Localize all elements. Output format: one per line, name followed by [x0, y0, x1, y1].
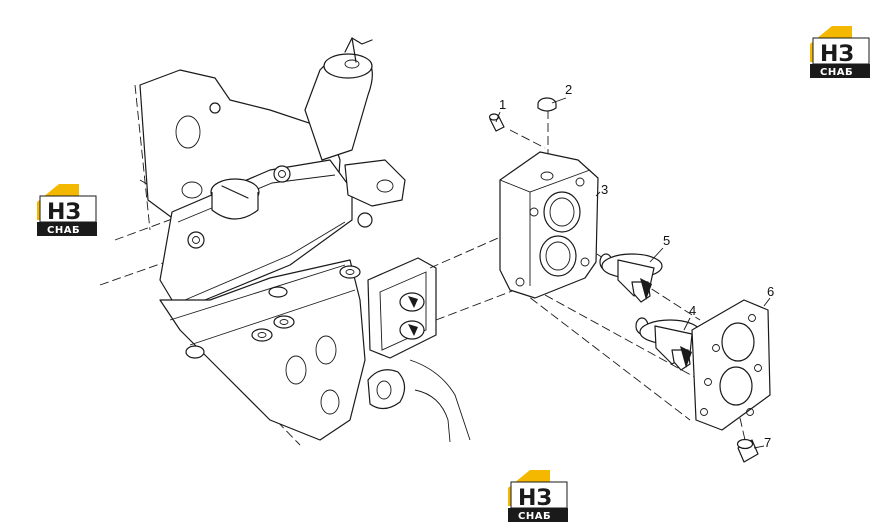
- brand-logo-bottom: НЗ СНАБ: [507, 469, 569, 523]
- svg-text:СНАБ: СНАБ: [518, 511, 551, 522]
- callout-4: 4: [689, 303, 696, 318]
- callout-3: 3: [601, 182, 608, 197]
- svg-text:СНАБ: СНАБ: [47, 225, 80, 236]
- svg-text:НЗ: НЗ: [820, 42, 854, 67]
- gasket: [691, 299, 771, 431]
- callout-1: 1: [499, 97, 506, 112]
- svg-text:СНАБ: СНАБ: [820, 67, 853, 78]
- callout-7: 7: [764, 435, 771, 450]
- svg-text:НЗ: НЗ: [47, 200, 81, 225]
- callout-6: 6: [767, 284, 774, 299]
- plug: [537, 97, 557, 112]
- washer-icon: [185, 265, 361, 359]
- svg-text:НЗ: НЗ: [518, 486, 552, 511]
- brand-logo-left: НЗ СНАБ: [36, 183, 98, 237]
- thermostat-lower: [635, 317, 701, 371]
- bolt-icon: [187, 102, 373, 249]
- thermostat-upper: [599, 253, 663, 303]
- callout-5: 5: [663, 233, 670, 248]
- thermostat-housing: [499, 151, 599, 299]
- dowel-pin: [488, 113, 505, 132]
- callout-2: 2: [565, 82, 572, 97]
- brand-logo-top-right: НЗ СНАБ: [809, 25, 871, 79]
- bushing: [736, 438, 759, 463]
- engine-block: [99, 37, 471, 446]
